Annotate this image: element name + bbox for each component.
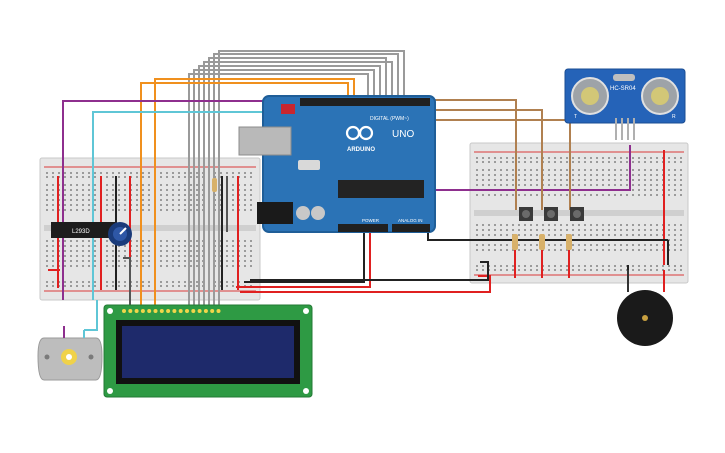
capacitor-2 xyxy=(311,206,325,220)
wires-red xyxy=(48,150,665,293)
uno-label: UNO xyxy=(392,129,414,140)
wires-orange xyxy=(140,78,355,305)
arduino-uno: UNO ARDUINO DIGITAL (PWM~) POWER ANALOG … xyxy=(238,95,436,233)
digital-header xyxy=(300,98,430,106)
push-button-group[interactable] xyxy=(519,207,584,221)
dc-motor xyxy=(37,326,103,381)
resistor-left xyxy=(212,178,217,192)
sensor-mark-r: R xyxy=(672,114,676,120)
atmega-chip xyxy=(338,180,424,198)
arduino-logo-text: ARDUINO xyxy=(347,147,375,153)
lcd-display xyxy=(103,304,313,398)
capacitor-1 xyxy=(296,206,310,220)
power-label: POWER xyxy=(362,218,380,223)
sensor-mark-t: T xyxy=(574,114,577,120)
analog-label: ANALOG IN xyxy=(398,218,423,223)
usb-port xyxy=(238,126,292,156)
driver-label: L293D xyxy=(72,229,90,235)
analog-header xyxy=(392,224,430,232)
sensor-model: HC-SR04 xyxy=(610,86,636,92)
reset-button[interactable] xyxy=(281,104,295,114)
power-header xyxy=(338,224,388,232)
digital-label: DIGITAL (PWM~) xyxy=(370,116,409,122)
piezo-buzzer xyxy=(617,270,673,346)
motor-driver: L293D xyxy=(51,222,115,238)
power-jack xyxy=(257,202,293,224)
ultrasonic-sensor: HC-SR04 T R xyxy=(564,68,686,140)
lcd-screen xyxy=(122,326,294,378)
crystal xyxy=(298,160,320,170)
resistor-group xyxy=(512,234,572,278)
potentiometer[interactable] xyxy=(108,222,132,246)
infinity-logo xyxy=(345,125,374,141)
